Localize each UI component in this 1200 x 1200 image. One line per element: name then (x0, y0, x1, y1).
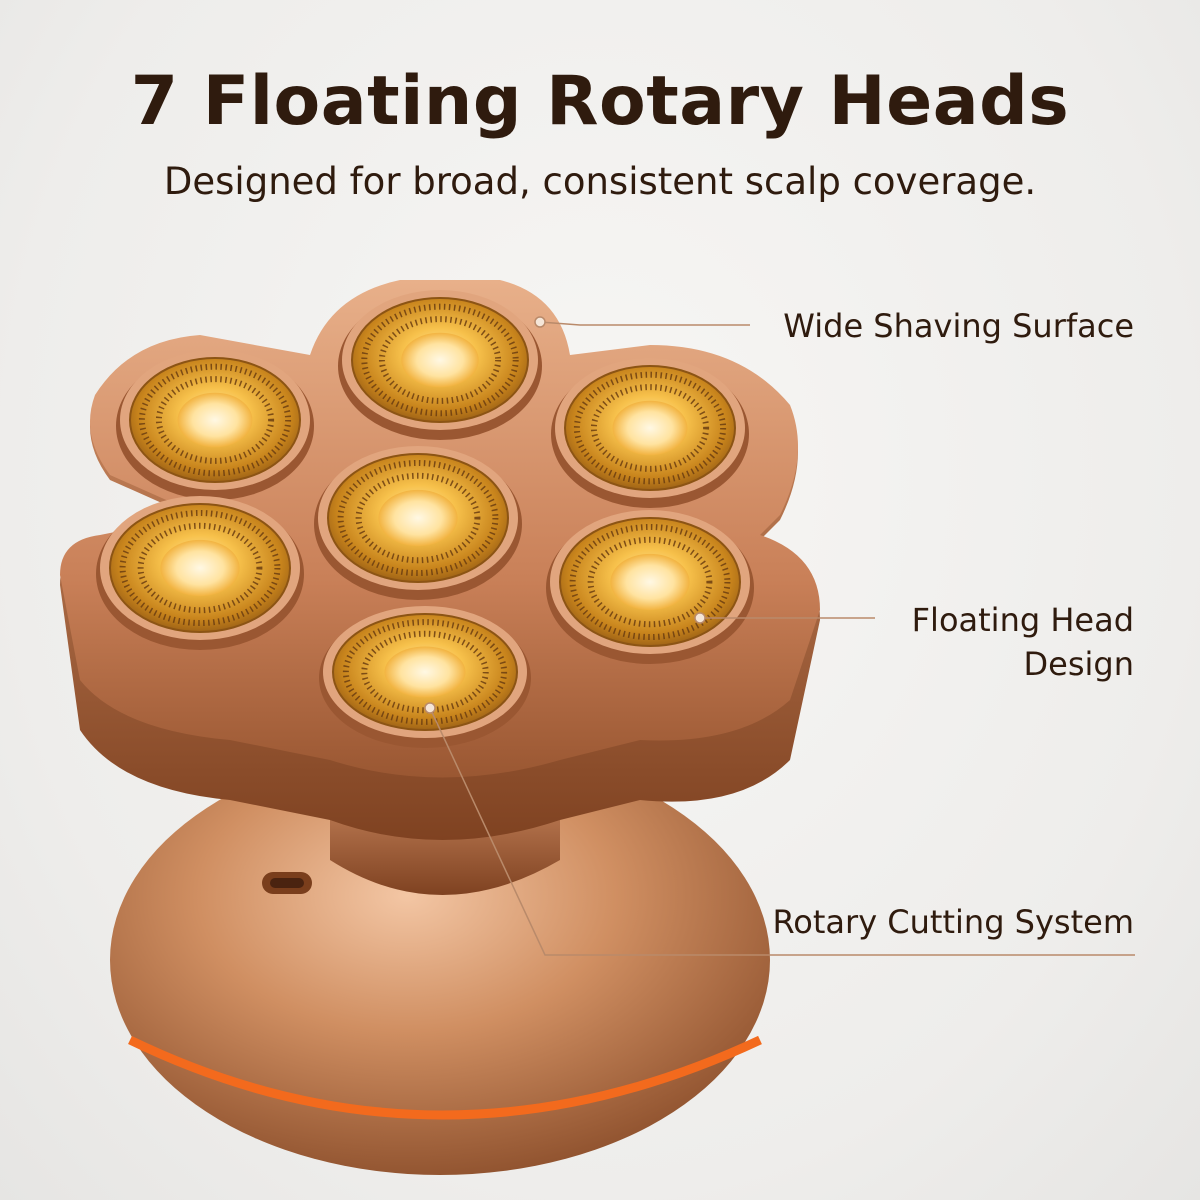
shaver-body (110, 745, 770, 1175)
rotary-head (314, 446, 522, 600)
rotary-head (338, 290, 542, 440)
callout-floating-head-design: Floating Head Design (912, 598, 1134, 686)
leader-line-rotary-system (429, 707, 1135, 956)
callout-wide-shaving-surface: Wide Shaving Surface (783, 307, 1134, 345)
callout-floating-line1: Floating Head (911, 601, 1134, 639)
callout-dot-rotary-system (424, 702, 436, 714)
leader-line-wide-surface (539, 321, 750, 326)
callout-floating-line2: Design (1023, 645, 1134, 683)
rotary-head (551, 358, 749, 508)
rotary-head (96, 496, 304, 650)
rotary-heads (96, 290, 754, 748)
callout-dot-wide-surface (534, 316, 546, 328)
callout-rotary-cutting-system: Rotary Cutting System (772, 903, 1135, 941)
headline: 7 Floating Rotary Heads (130, 62, 1070, 141)
callout-dot-floating-head (694, 612, 706, 624)
subheadline: Designed for broad, consistent scalp cov… (163, 160, 1037, 203)
rotary-head (116, 350, 314, 500)
rotary-head (319, 606, 531, 748)
